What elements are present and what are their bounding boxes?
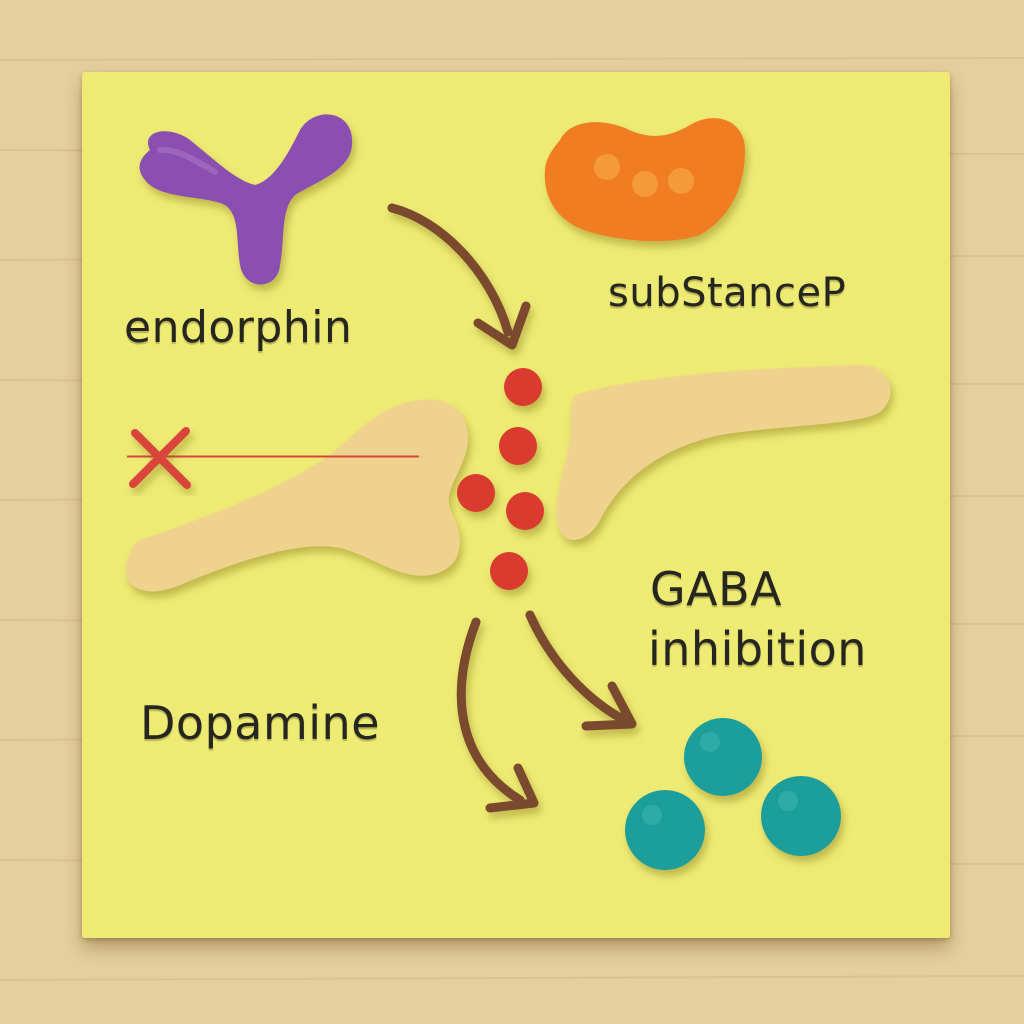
neurotransmitter-dot: [457, 474, 495, 512]
inhibition-x-icon: [129, 427, 191, 489]
neurotransmitter-dot: [499, 427, 537, 465]
neurotransmitter-dot: [506, 492, 544, 530]
arrow-to-synapse: [387, 203, 531, 350]
gaba-ball: [761, 776, 841, 856]
gaba-molecules: [625, 718, 841, 870]
neurotransmitter-dots: [457, 368, 544, 590]
arrow-to-dopamine: [456, 617, 539, 813]
gaba-label: GABA: [650, 562, 783, 616]
neurotransmitter-dot: [490, 552, 528, 590]
substance-p-label: subStanceP: [608, 270, 847, 316]
endorphin-label: endorphin: [124, 302, 353, 353]
postsynaptic-neuron: [556, 364, 891, 540]
arrow-to-gaba: [525, 610, 637, 731]
substance-p-molecule: [544, 118, 745, 242]
inhibition-label: inhibition: [648, 622, 867, 676]
dopamine-label: Dopamine: [140, 696, 380, 750]
gaba-ball: [684, 718, 762, 796]
endorphin-molecule: [139, 114, 353, 285]
gaba-ball: [625, 790, 705, 870]
neurotransmitter-dot: [504, 368, 542, 406]
inhibition-line: [127, 451, 419, 462]
presynaptic-neuron: [125, 399, 468, 592]
